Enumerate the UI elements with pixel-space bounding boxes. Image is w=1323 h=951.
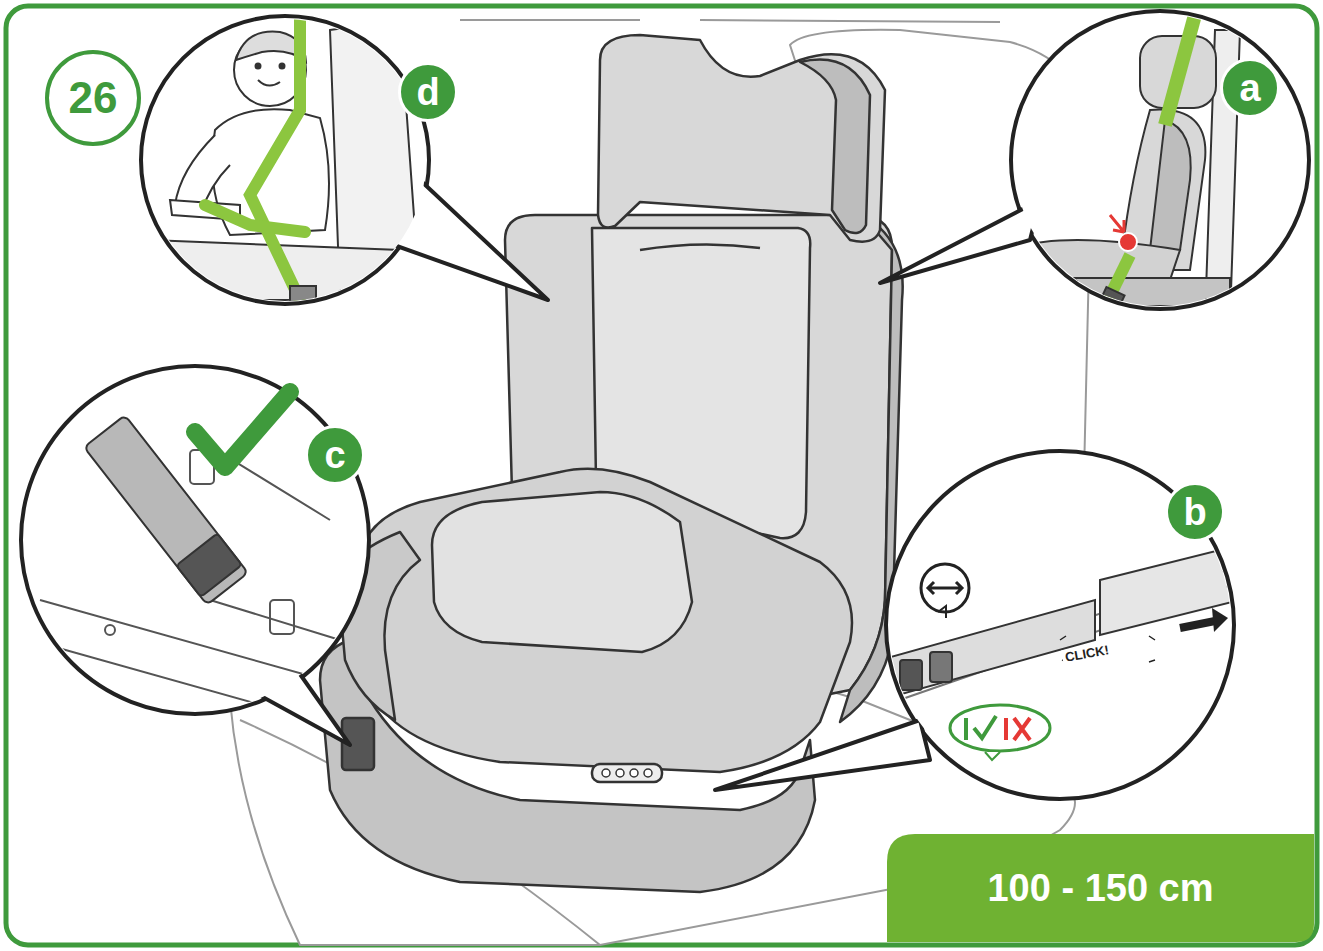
detail-magnifier — [715, 451, 1245, 799]
callout-letter: a — [1239, 69, 1260, 107]
detail-magnifier — [880, 11, 1309, 320]
frame — [6, 6, 1317, 945]
detail-badge: a — [1220, 58, 1280, 118]
click-label: CLICK! — [1061, 642, 1113, 665]
callout-letter: b — [1183, 493, 1206, 531]
badge-outline — [47, 52, 139, 144]
badge-outline — [1222, 60, 1279, 117]
detail-magnifier — [141, 16, 548, 304]
band-fill — [887, 834, 1314, 942]
callout-letter: c — [324, 436, 345, 474]
height-range-band: 100 - 150 cm — [887, 834, 1314, 942]
badge-outline — [400, 64, 457, 121]
adjust-dots — [602, 769, 652, 777]
detail-badge: b — [1165, 482, 1225, 542]
badge-outline — [1167, 484, 1224, 541]
detail-magnifier — [21, 366, 369, 745]
badge-outline — [307, 427, 364, 484]
callout-letter: d — [416, 73, 439, 111]
step-number: 26 — [45, 50, 141, 146]
callout-letter: 26 — [69, 76, 118, 120]
detail-badge: d — [398, 62, 458, 122]
height-range: 100 - 150 cm — [987, 869, 1213, 907]
detail-badge: c — [305, 425, 365, 485]
